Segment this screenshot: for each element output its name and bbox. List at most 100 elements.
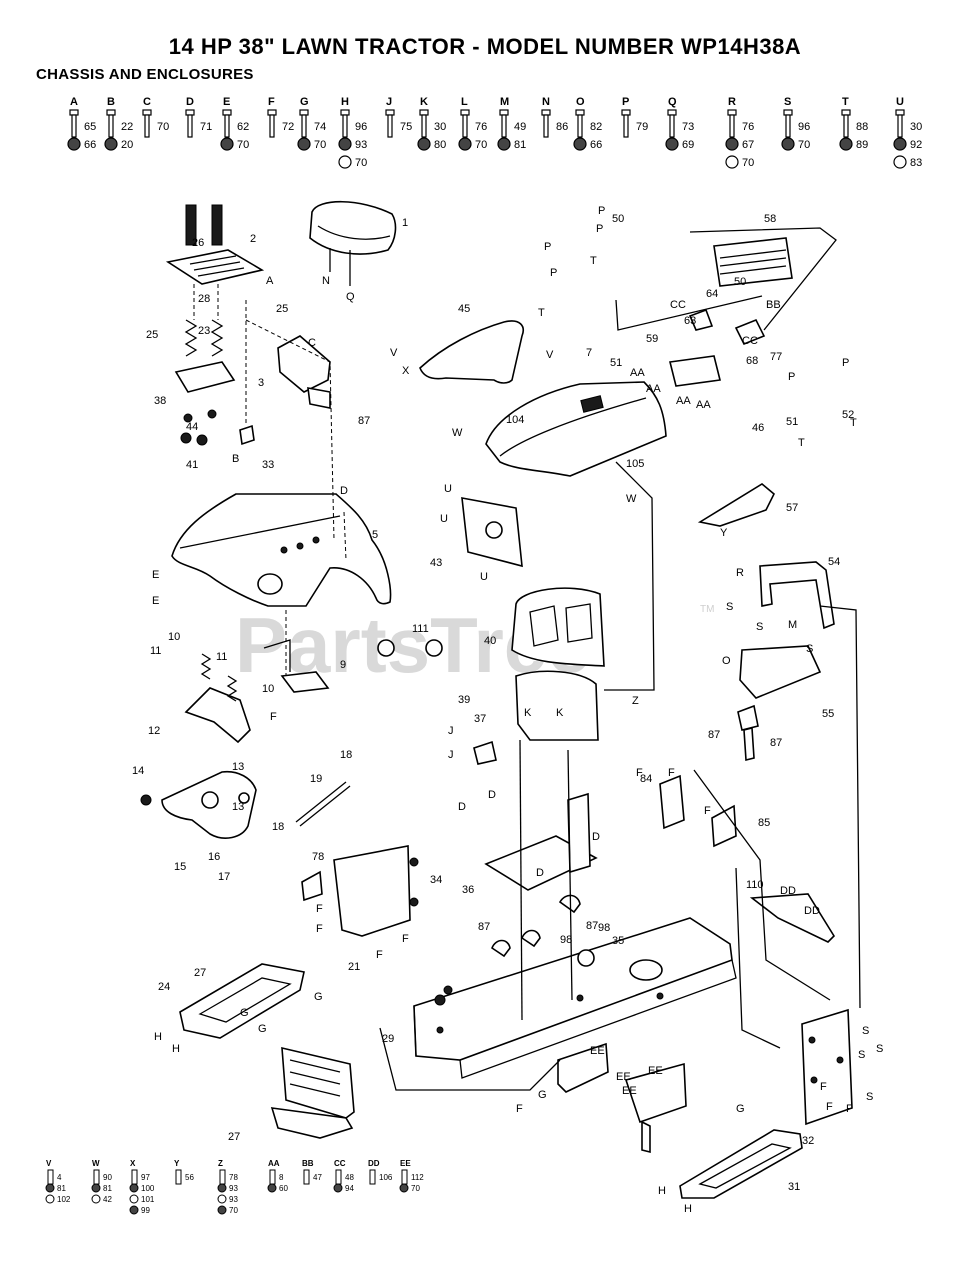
letter-reference: P xyxy=(842,357,849,369)
callout-number: 29 xyxy=(382,1033,394,1045)
hardware-part-number: 66 xyxy=(84,139,96,151)
bolt-icon xyxy=(269,1169,276,1185)
letter-reference: F xyxy=(316,903,323,915)
letter-reference: S xyxy=(726,601,733,613)
callout-number: 78 xyxy=(312,851,324,863)
bolt-icon xyxy=(219,1169,226,1185)
hardware-part-number: 96 xyxy=(355,121,367,133)
hardware-part-number: 65 xyxy=(84,121,96,133)
letter-reference: S xyxy=(756,621,763,633)
hardware-part-number: 89 xyxy=(856,139,868,151)
letter-reference: EE xyxy=(590,1045,605,1057)
letter-reference: T xyxy=(798,437,805,449)
callout-number: 87 xyxy=(478,921,490,933)
hardware-part-number: 106 xyxy=(379,1173,393,1182)
hardware-part-number: 70 xyxy=(237,139,249,151)
letter-reference: N xyxy=(322,275,330,287)
bolt-icon xyxy=(47,1169,54,1185)
bolt-shank-icon xyxy=(729,114,735,138)
callout-number: 34 xyxy=(430,874,442,886)
callout-number: 33 xyxy=(262,459,274,471)
hardware-item-j: J75 xyxy=(385,96,412,138)
bolt-shank-icon xyxy=(501,114,507,138)
hardware-part-number: 49 xyxy=(514,121,526,133)
axle-support-part xyxy=(624,1062,687,1124)
hardware-item-c: C70 xyxy=(142,96,169,138)
letter-reference: K xyxy=(556,707,564,719)
nut-icon xyxy=(45,1194,55,1204)
letter-reference: G xyxy=(736,1103,745,1115)
hardware-part-number: 76 xyxy=(475,121,487,133)
pivot-bracket-part xyxy=(277,335,331,393)
hardware-part-number: 81 xyxy=(514,139,526,151)
letter-reference: CC xyxy=(670,299,686,311)
bolt-head-icon xyxy=(222,109,232,116)
hardware-part-number: 8 xyxy=(279,1173,284,1182)
letter-reference: J xyxy=(448,749,454,761)
page-subtitle: CHASSIS AND ENCLOSURES xyxy=(36,66,254,83)
hardware-part-number: 66 xyxy=(590,139,602,151)
shift-lever-plate-part xyxy=(669,355,721,387)
bolt-shank-icon xyxy=(269,114,275,138)
nut-icon xyxy=(67,137,81,151)
nut-icon xyxy=(839,137,853,151)
hardware-letter: M xyxy=(500,96,509,108)
letter-reference: D xyxy=(458,801,466,813)
callout-number: 27 xyxy=(228,1131,240,1143)
callout-number: 13 xyxy=(232,761,244,773)
bolt-shank-icon xyxy=(462,114,468,138)
hardware-letter: X xyxy=(130,1159,136,1168)
hardware-letter: R xyxy=(728,96,736,108)
hardware-part-number: 70 xyxy=(314,139,326,151)
bolt-icon xyxy=(93,1169,100,1185)
callout-number: 18 xyxy=(340,749,352,761)
bracket-78-part xyxy=(659,774,685,830)
hardware-part-number: 70 xyxy=(475,139,487,151)
letter-reference: G xyxy=(314,991,323,1003)
hardware-letter: EE xyxy=(400,1159,411,1168)
hardware-item-y: Y56 xyxy=(174,1159,194,1185)
rear-clip-part xyxy=(749,893,836,943)
letter-reference: S xyxy=(862,1025,869,1037)
hardware-letter: U xyxy=(896,96,904,108)
hardware-part-number: 112 xyxy=(411,1173,424,1182)
callout-number: 23 xyxy=(198,325,210,337)
letter-reference: X xyxy=(402,365,410,377)
hardware-part-number: 20 xyxy=(121,139,133,151)
hardware-part-number: 83 xyxy=(910,157,922,169)
bolt-shank-icon xyxy=(843,114,849,138)
callout-number: 21 xyxy=(348,961,360,973)
letter-reference: AA xyxy=(676,395,691,407)
callout-number: 7 xyxy=(586,347,592,359)
callout-number: 17 xyxy=(218,871,230,883)
letter-reference: T xyxy=(850,417,857,429)
hardware-part-number: 82 xyxy=(590,121,602,133)
callout-number: 57 xyxy=(786,502,798,514)
callout-number: 68 xyxy=(746,355,758,367)
letter-reference: S xyxy=(858,1049,865,1061)
hardware-part-number: 96 xyxy=(798,121,810,133)
hardware-part-number: 94 xyxy=(345,1184,354,1193)
hardware-part-number: 102 xyxy=(57,1195,71,1204)
letter-reference: U xyxy=(480,571,488,583)
callout-number: 51 xyxy=(610,357,622,369)
nut-icon xyxy=(417,137,431,151)
hardware-letter: G xyxy=(300,96,309,108)
callout-number: 32 xyxy=(802,1135,814,1147)
letter-reference: E xyxy=(152,595,159,607)
front-axle-bracket-part xyxy=(557,1042,609,1093)
footrest-bracket-part xyxy=(184,687,251,744)
bracket-84-part xyxy=(711,804,737,848)
hardware-part-number: 75 xyxy=(400,121,412,133)
hardware-item-f: F72 xyxy=(267,96,294,138)
nut-icon xyxy=(497,137,511,151)
callout-number: 10 xyxy=(262,683,274,695)
hood-grille-part xyxy=(511,587,605,667)
bolt-head-icon xyxy=(419,109,429,116)
bolt-shank-icon xyxy=(669,114,675,138)
letter-reference: T xyxy=(590,255,597,267)
